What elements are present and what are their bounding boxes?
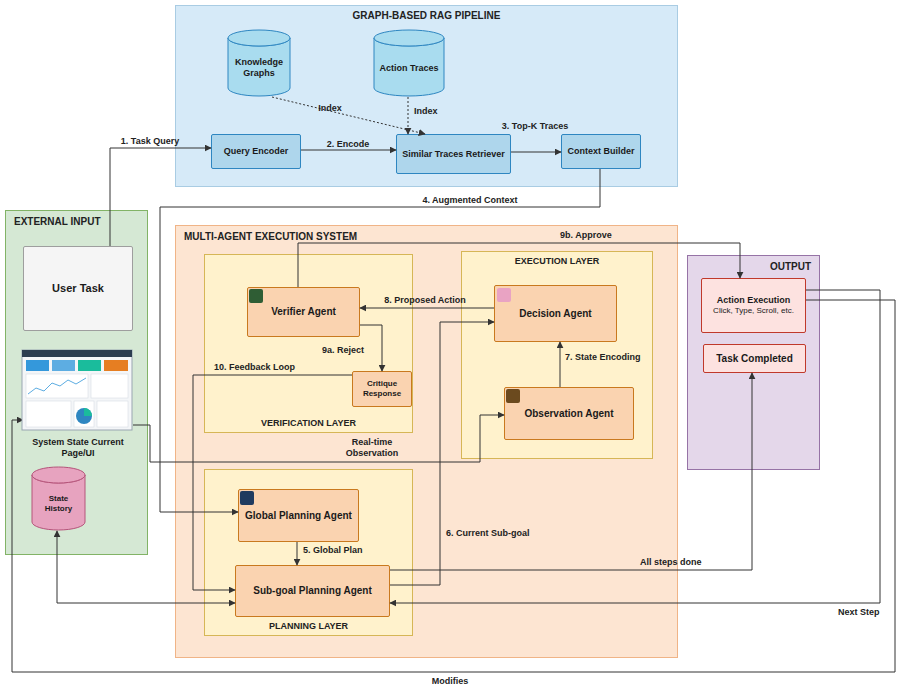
layer-panel: PLANNING LAYER Global Planning AgentSub-g… [204,469,413,636]
agent-box: Sub-goal Planning Agent [235,565,390,617]
cylinder-body [374,38,444,96]
action-box: Action ExecutionClick, Type, Scroll, etc… [701,278,806,333]
screen-chart-line [28,378,86,394]
node-text: Action Execution [717,295,791,306]
node-text: Query Encoder [224,146,289,157]
layer-panel: VERIFICATION LAYER Verifier AgentCritique… [204,254,413,433]
node-text: Similar Traces Retriever [402,149,505,160]
pipeline-band: GRAPH-BASED RAG PIPELINE Knowledge Graphs… [175,5,678,187]
node-text: Action Traces [376,53,441,74]
agent-box: Decision Agent [494,285,617,342]
node-text: Click, Type, Scroll, etc. [713,306,794,316]
process-box: Query Encoder [211,134,301,169]
node-text: EXECUTION LAYER [462,256,652,267]
action-box: Task Completed [703,344,806,373]
edge-label: Modifies [432,676,469,687]
node-text: Sub-goal Planning Agent [253,585,372,597]
connector-arrow [408,97,409,134]
node-text: Decision Agent [519,308,591,320]
node-text: Observation Agent [524,408,613,420]
connector-arrow [511,152,561,153]
connector-arrow [133,415,504,462]
process-box: Context Builder [561,134,641,169]
node-text: EXTERNAL INPUT [14,216,101,228]
database-cylinder: Knowledge Graphs [227,29,291,97]
input-band: EXTERNAL INPUT User TaskSystem State Curr… [5,210,148,555]
node-text: PLANNING LAYER [205,621,412,632]
process-box: Similar Traces Retriever [396,134,511,174]
connector-arrow [57,531,235,603]
screen-tile [52,360,75,371]
connector-arrow [160,169,600,512]
node-text: Context Builder [567,146,634,157]
edge-label: 1. Task Query [121,136,179,147]
node-text: OUTPUT [770,261,811,273]
cylinder-top [32,467,85,483]
agent-box: Critique Response [352,371,412,407]
node-text: GRAPH-BASED RAG PIPELINE [176,10,677,22]
database-cylinder: State History [31,466,86,531]
agent-box: Observation Agent [504,387,634,440]
node-text: VERIFICATION LAYER [205,418,412,429]
node-text: Task Completed [716,353,793,365]
screen-tile [104,360,128,371]
agent-icon [249,289,263,303]
system-state: System State Current Page/UI [23,351,133,459]
connector-arrow [297,542,298,565]
cylinder-body [228,38,290,96]
node-text: MULTI-AGENT EXECUTION SYSTEM [184,231,357,243]
node-text: Global Planning Agent [245,510,352,522]
system-band: MULTI-AGENT EXECUTION SYSTEM VERIFICATION… [175,225,678,658]
agent-box: Verifier Agent [247,287,360,337]
agent-box: Global Planning Agent [238,489,359,542]
screen-pie [76,408,92,424]
connector-arrow [110,148,211,246]
layer-panel: EXECUTION LAYER Decision AgentObservation… [461,251,653,459]
screen-panel [97,401,128,427]
output-band: OUTPUT Action ExecutionClick, Type, Scrol… [687,255,820,470]
cylinder-top [374,30,444,46]
node-text: System State Current Page/UI [30,437,126,459]
screen-chart [26,374,88,398]
connector-arrow [272,97,425,134]
edge-label: Next Step [838,607,880,618]
connector-arrow [12,300,895,672]
screen-topbar [22,350,132,357]
screen-tile [26,360,49,371]
screen-tile [78,360,101,371]
connector-arrow [390,322,494,585]
screen-pie-slice [84,408,92,416]
agent-icon [240,491,254,505]
connector-arrow [298,243,740,287]
connector-arrow [301,150,396,151]
screen-panel [91,374,128,398]
screen-panel [74,401,94,427]
connector-arrow [360,308,494,309]
cylinder-top [228,30,290,46]
node-text: Knowledge Graphs [227,47,291,79]
screenshot-illustration [22,350,132,430]
connector-arrow [560,342,561,387]
edge-label: 4. Augmented Context [422,195,517,206]
database-cylinder: Action Traces [373,29,445,97]
node-text: User Task [52,282,104,295]
agent-icon [497,288,511,302]
connector-arrow [193,375,352,590]
user-task-box: User Task [23,246,133,331]
connector-arrow [360,325,382,371]
agent-icon [506,389,520,403]
connector-arrow [390,373,752,570]
connector-arrow [390,290,880,603]
screen-panel [26,401,71,427]
node-text: State History [31,484,86,513]
node-text: Critique Response [357,379,407,398]
node-text: Verifier Agent [271,306,336,318]
screen-frame [22,350,132,430]
